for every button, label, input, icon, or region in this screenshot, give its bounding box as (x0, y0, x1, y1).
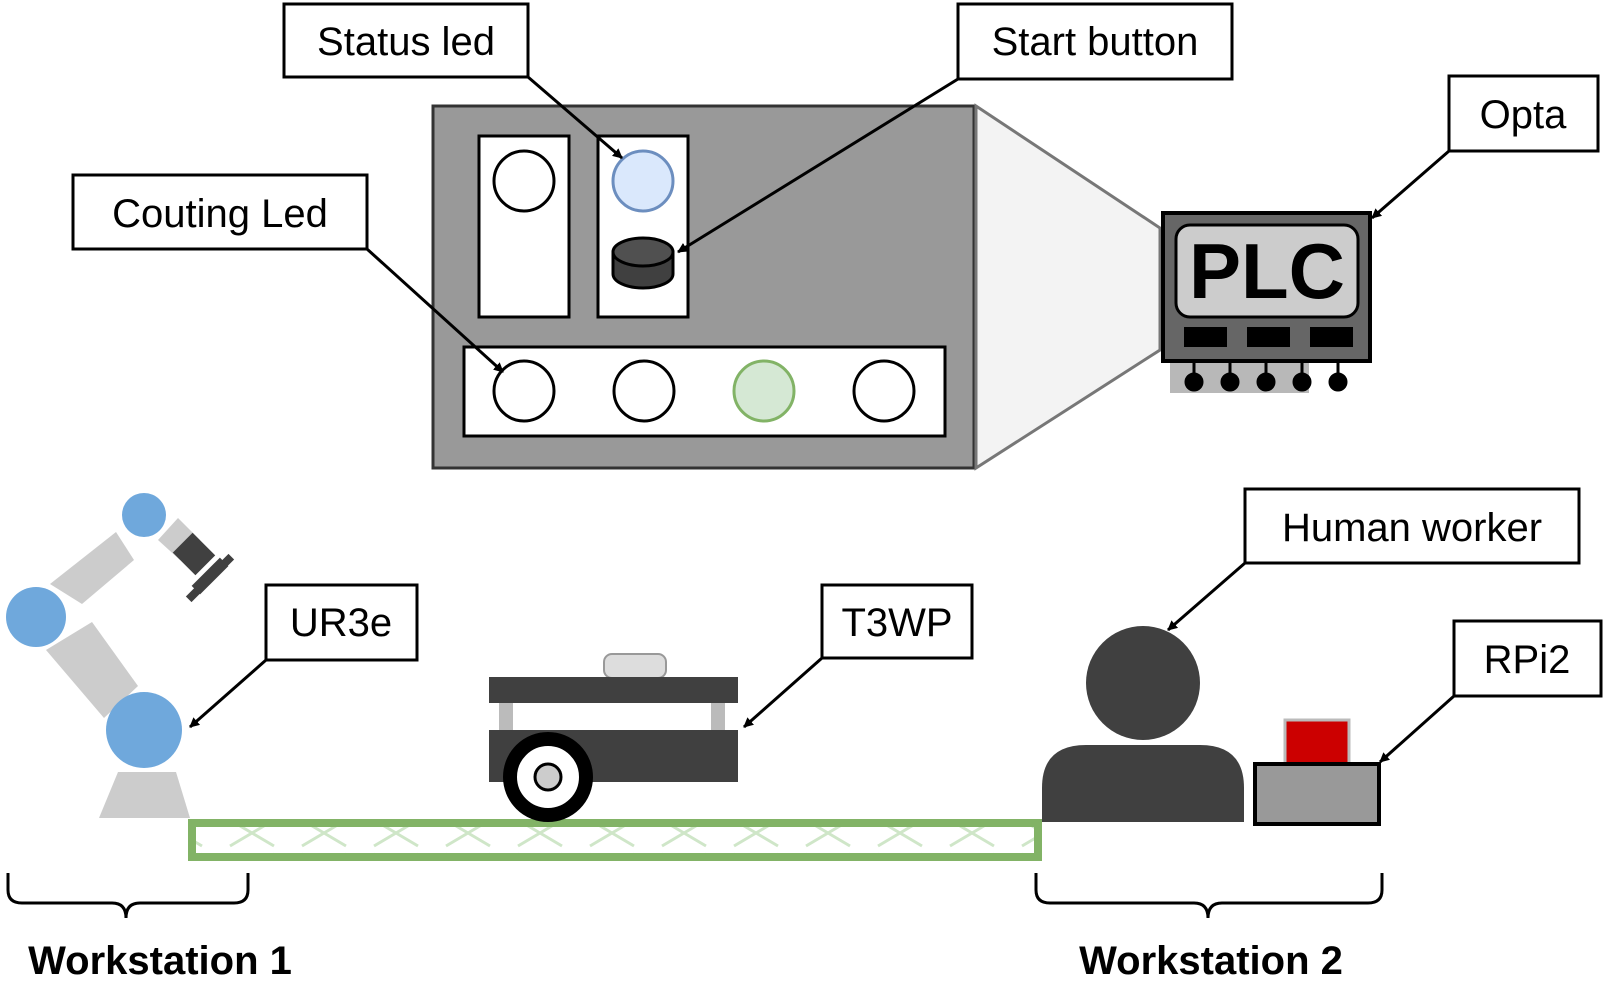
control-panel (431, 104, 976, 470)
rpi-box (1253, 762, 1381, 826)
plc-device: PLC (1161, 211, 1372, 393)
conveyor (188, 819, 1042, 861)
status-led (611, 149, 675, 213)
human-worker-icon (1042, 626, 1244, 822)
arrow-status-led (527, 75, 623, 160)
svg-text:Couting Led: Couting Led (112, 192, 328, 236)
workstation-1-label: Workstation 1 (28, 939, 292, 983)
arrow-human-worker (1167, 561, 1246, 632)
svg-text:Status led: Status led (317, 20, 495, 64)
svg-text:UR3e: UR3e (290, 601, 392, 645)
arrow-start-button (677, 77, 959, 254)
label-human-worker: Human worker (1243, 487, 1581, 565)
svg-text:Human worker: Human worker (1282, 506, 1542, 550)
label-status-led: Status led (282, 2, 530, 79)
robot-gripper (172, 532, 235, 603)
svg-text:Start button: Start button (992, 20, 1199, 64)
label-counting-led: Couting Led (71, 173, 369, 251)
label-t3wp: T3WP (820, 583, 974, 660)
robot-sensor (603, 653, 667, 679)
plc-screen (1174, 223, 1360, 319)
label-start-button: Start button (956, 2, 1234, 81)
rpi-device (1253, 718, 1381, 826)
robot-joint-base (106, 692, 182, 768)
mobile-robot (489, 653, 738, 822)
robot-upper-link (50, 532, 134, 604)
robot-wheel-hub (533, 762, 563, 792)
label-rpi2: RPi2 (1452, 619, 1603, 698)
svg-text:T3WP: T3WP (841, 601, 952, 645)
counting-led-2 (612, 359, 676, 423)
brace-workstation-2 (1034, 873, 1384, 919)
rpi-button (1283, 718, 1351, 766)
robot-top-plate (489, 677, 738, 703)
label-ur3e: UR3e (264, 583, 419, 662)
counting-led-1 (492, 359, 556, 423)
counting-led-3 (732, 359, 796, 423)
arrow-counting-led (365, 247, 505, 374)
counting-led-4 (852, 359, 916, 423)
svg-text:RPi2: RPi2 (1484, 638, 1571, 682)
callout-arrows (189, 75, 1455, 764)
svg-text:Opta: Opta (1480, 93, 1567, 137)
plc-text: PLC (1189, 227, 1345, 315)
arrow-ur3e (189, 658, 267, 729)
brace-workstation-1 (6, 873, 250, 919)
robot-joint-top (122, 493, 166, 537)
arrow-t3wp (743, 656, 823, 729)
label-opta: Opta (1447, 74, 1600, 153)
robot-lower-link (46, 622, 138, 718)
workstation-2-label: Workstation 2 (1079, 939, 1343, 983)
arrow-rpi2 (1379, 694, 1455, 764)
robot-base (99, 772, 190, 818)
zoom-projection (974, 103, 1162, 471)
robot-joint-mid (6, 587, 66, 647)
robot-arm (6, 493, 235, 818)
white-led (492, 149, 556, 213)
start-button-shape (611, 236, 675, 290)
arrow-opta (1371, 149, 1450, 220)
